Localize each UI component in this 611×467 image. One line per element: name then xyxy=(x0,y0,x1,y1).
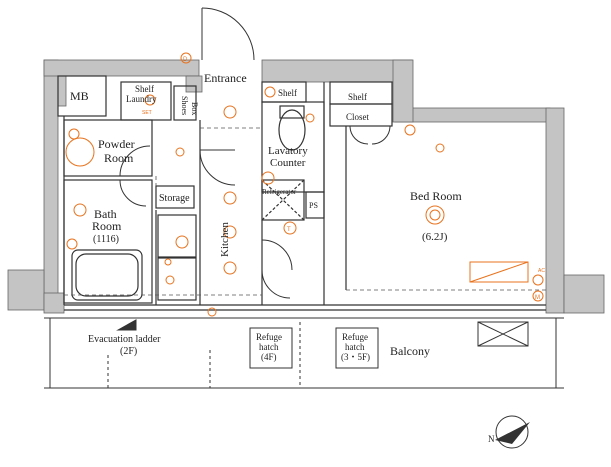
toilet xyxy=(278,109,306,151)
refuge-hatch-4f xyxy=(249,327,293,369)
ac-unit xyxy=(477,321,529,347)
label-balcony: Balcony xyxy=(390,344,430,358)
label-powder-1: Powder xyxy=(98,137,135,151)
label-mb: MB xyxy=(70,89,89,103)
compass-icon: N xyxy=(488,415,530,449)
symbol-letters: D T M SET AC xyxy=(142,57,545,301)
stove xyxy=(157,214,197,258)
label-refrigerator: Refrigerator xyxy=(262,188,297,196)
bottom-left-pier xyxy=(7,269,45,311)
top-wall-left xyxy=(43,59,200,77)
bottom-left-wall xyxy=(43,292,65,314)
electric-symbols xyxy=(65,52,544,317)
toilet-tank xyxy=(279,105,305,119)
compass-n: N xyxy=(488,434,495,444)
label-powder-2: Room xyxy=(104,151,134,165)
label-shelf-top: Shelf xyxy=(348,92,367,102)
label-closet: Closet xyxy=(346,112,370,122)
label-shelf-lav: Shelf xyxy=(278,88,297,98)
label-evac-1: Evacuation ladder xyxy=(88,334,161,345)
storage-box xyxy=(155,185,195,209)
symbol-ac: AC xyxy=(538,268,545,274)
label-hatch2-2: hatch xyxy=(345,342,365,352)
label-hatch2-1: Refuge xyxy=(342,332,368,342)
shelf-laundry xyxy=(120,81,172,121)
interior-lines xyxy=(57,75,546,311)
top-wall-right xyxy=(394,107,551,123)
shoes-box xyxy=(173,85,197,121)
symbol-t: T xyxy=(287,227,291,233)
sink xyxy=(157,257,197,301)
label-entrance: Entrance xyxy=(204,71,247,85)
label-box: Box xyxy=(190,102,199,115)
top-wall-middle xyxy=(261,59,413,83)
symbol-d: D xyxy=(183,57,188,63)
label-hatch1-2: hatch xyxy=(259,342,279,352)
labels: MB Entrance Shelf Laundry Shoes Box Shel… xyxy=(70,71,462,362)
top-wall-step xyxy=(392,59,414,123)
label-evac-2: (2F) xyxy=(120,346,137,357)
right-pier xyxy=(563,274,605,314)
label-ps: PS xyxy=(309,201,318,210)
label-kitchen: Kitchen xyxy=(219,222,231,257)
dashed-lines xyxy=(64,127,546,296)
label-storage: Storage xyxy=(159,193,190,204)
closet-box xyxy=(329,103,393,127)
label-shelf-laundry-2: Laundry xyxy=(126,94,157,104)
entrance-pier xyxy=(185,75,203,93)
refuge-hatch-35f xyxy=(335,327,379,369)
label-bed-size: (6.2J) xyxy=(422,231,448,243)
mb-wall xyxy=(57,75,67,107)
balcony xyxy=(44,317,564,389)
refrigerator-box xyxy=(261,179,305,221)
label-hatch2-3: (3・5F) xyxy=(341,352,370,362)
label-bed-room: Bed Room xyxy=(410,189,462,203)
bathtub-inner xyxy=(75,253,139,297)
label-bath-1: Bath xyxy=(94,207,117,221)
bath-room xyxy=(63,179,153,304)
label-lavatory-2: Counter xyxy=(270,157,306,169)
label-bath-3: (1116) xyxy=(93,234,119,245)
powder-room xyxy=(63,119,153,177)
bedroom-ac xyxy=(469,261,529,283)
label-hatch1-3: (4F) xyxy=(261,352,277,362)
bathtub xyxy=(71,249,143,301)
left-wall xyxy=(43,59,59,311)
label-bath-2: Room xyxy=(92,219,122,233)
label-hatch1-1: Refuge xyxy=(256,332,282,342)
right-wall xyxy=(545,107,565,314)
label-lavatory-1: Lavatory xyxy=(268,145,308,157)
symbol-m: M xyxy=(535,295,540,301)
mb-room xyxy=(57,75,107,117)
walls xyxy=(7,59,605,314)
label-shoes: Shoes xyxy=(180,96,189,115)
label-shelf-laundry-1: Shelf xyxy=(135,84,154,94)
doors xyxy=(119,7,391,299)
symbol-set: SET xyxy=(142,110,152,116)
